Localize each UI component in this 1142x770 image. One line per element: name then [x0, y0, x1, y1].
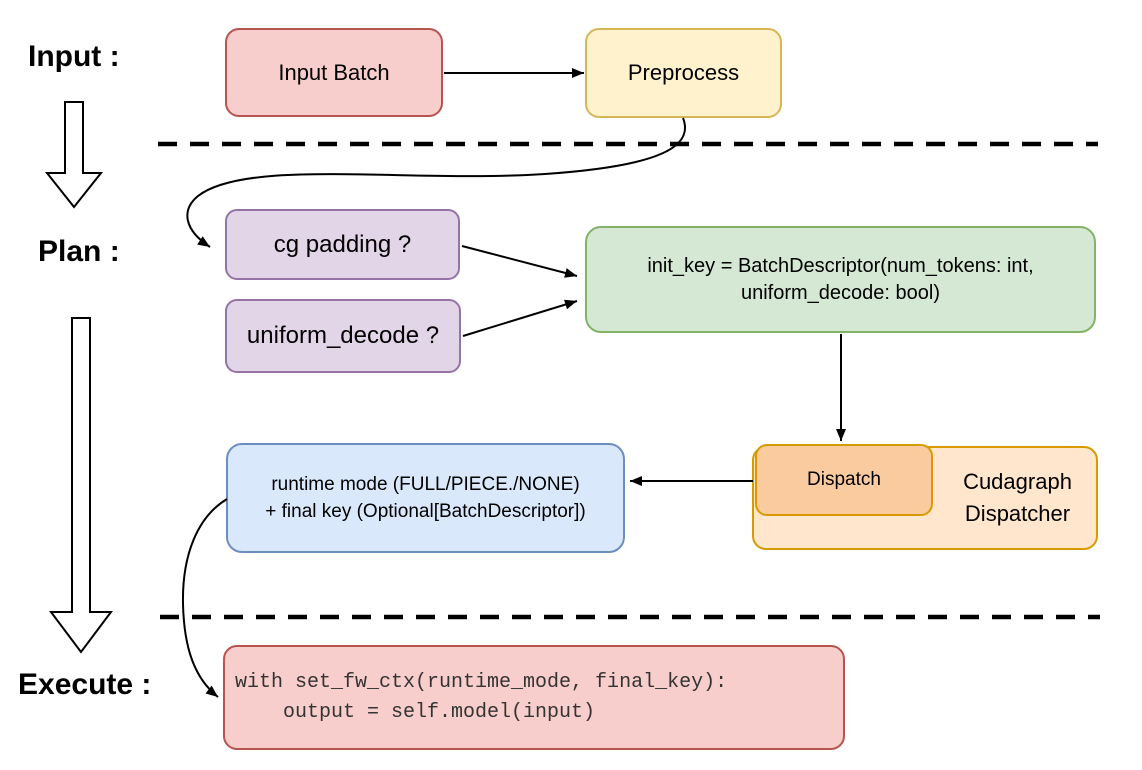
node-cudagraph-dispatcher-line2: Dispatcher	[964, 501, 1071, 526]
node-preprocess-label: Preprocess	[627, 60, 740, 85]
node-input-batch: Input Batch	[225, 28, 443, 117]
node-dispatch-label: Dispatch	[807, 469, 881, 490]
stage-arrow-input-to-plan	[44, 101, 104, 209]
node-uniform-decode-label: uniform_decode ?	[246, 322, 440, 349]
stage-label-input: Input :	[28, 40, 120, 73]
node-preprocess: Preprocess	[585, 28, 782, 118]
code-line-1: with set_fw_ctx(runtime_mode, final_key)…	[235, 670, 728, 694]
arrow-cg-padding-to-init-key	[461, 245, 578, 278]
stage-arrow-plan-to-execute	[49, 317, 113, 654]
node-runtime-mode-line2: + final key (Optional[BatchDescriptor])	[265, 501, 586, 522]
node-init-key-line1: init_key = BatchDescriptor(num_tokens: i…	[647, 254, 1034, 277]
node-uniform-decode: uniform_decode ?	[225, 299, 461, 373]
node-cg-padding-label: cg padding ?	[273, 230, 412, 258]
node-cudagraph-dispatcher-line1: Cudagraph	[963, 469, 1072, 494]
code-line-2: output = self.model(input)	[235, 700, 596, 724]
node-cg-padding: cg padding ?	[225, 209, 460, 280]
arrow-runtime-mode-to-execute-code	[181, 498, 228, 698]
node-runtime-mode: runtime mode (FULL/PIECE./NONE) + final …	[226, 443, 625, 553]
node-input-batch-label: Input Batch	[278, 59, 390, 85]
node-runtime-mode-line1: runtime mode (FULL/PIECE./NONE)	[271, 474, 580, 495]
node-init-key-line2: uniform_decode: bool)	[740, 281, 940, 304]
node-execute-code: with set_fw_ctx(runtime_mode, final_key)…	[223, 645, 845, 750]
arrow-uniform-decode-to-init-key	[462, 299, 578, 337]
stage-label-plan: Plan :	[38, 235, 120, 268]
stage-label-execute: Execute :	[18, 668, 152, 701]
node-init-key: init_key = BatchDescriptor(num_tokens: i…	[585, 226, 1096, 333]
node-dispatch: Dispatch	[755, 444, 933, 516]
